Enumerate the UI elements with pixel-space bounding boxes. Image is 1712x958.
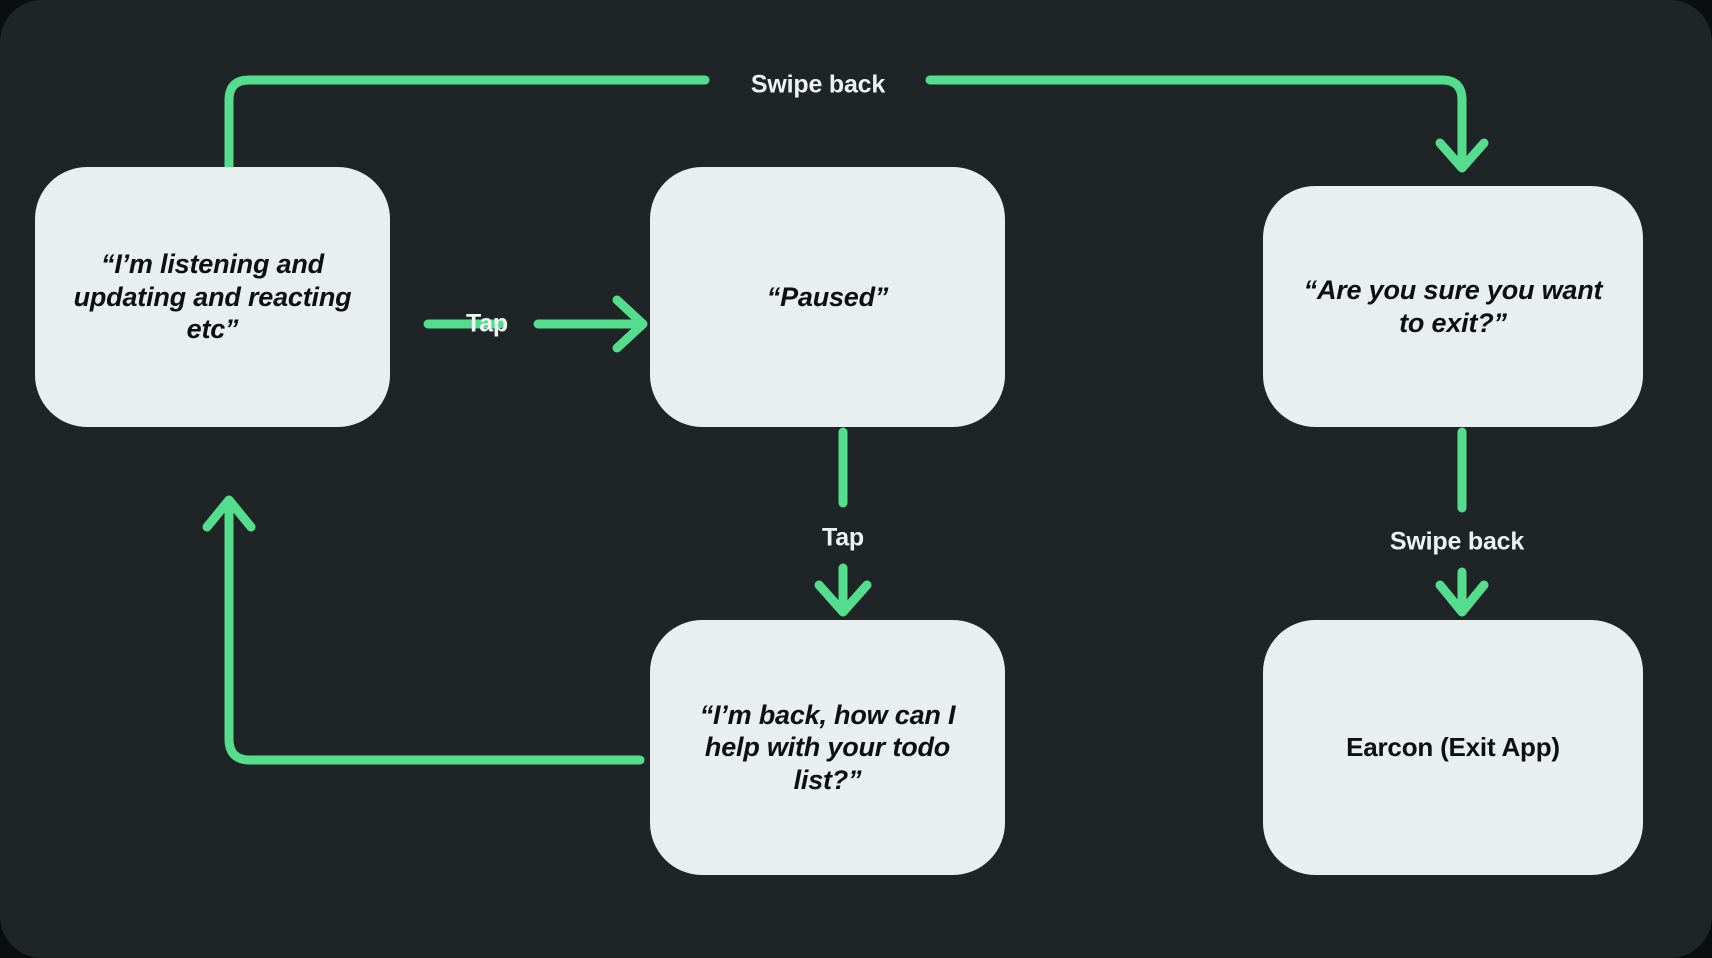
node-im-back-label: “I’m back, how can I help with your todo… <box>699 699 956 795</box>
node-earcon-exit-app-label: Earcon (Exit App) <box>1346 731 1560 762</box>
node-paused-label: “Paused” <box>766 281 889 312</box>
node-im-back[interactable]: “I’m back, how can I help with your todo… <box>650 620 1005 875</box>
edge-label-tap-horizontal: Tap <box>466 309 508 338</box>
edge-label-swipe-back-right: Swipe back <box>1389 527 1525 556</box>
node-paused[interactable]: “Paused” <box>650 167 1005 427</box>
node-confirm-exit-label: “Are you sure you want to exit?” <box>1303 275 1603 338</box>
node-earcon-exit-app[interactable]: Earcon (Exit App) <box>1263 620 1643 875</box>
edge-label-tap-vertical: Tap <box>822 523 864 552</box>
node-listening[interactable]: “I’m listening and updating and reacting… <box>35 167 390 427</box>
node-listening-label: “I’m listening and updating and reacting… <box>73 249 352 345</box>
edge-label-swipe-back-top: Swipe back <box>750 70 886 99</box>
node-confirm-exit[interactable]: “Are you sure you want to exit?” <box>1263 186 1643 427</box>
